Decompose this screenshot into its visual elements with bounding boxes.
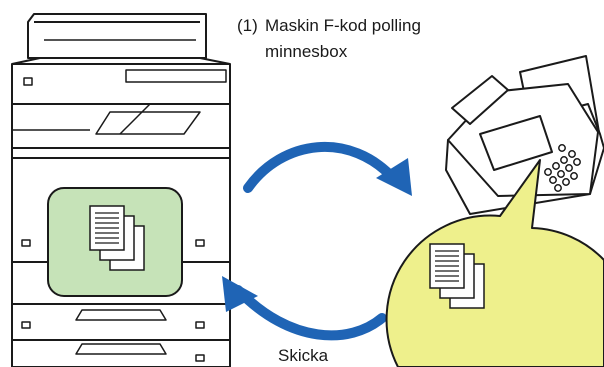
step-title-continued: minnesbox xyxy=(265,42,348,61)
arrow-head-left xyxy=(222,276,258,312)
step-title: Maskin F-kod polling xyxy=(265,16,421,35)
memory-bubble xyxy=(385,159,604,367)
arrow-head-right xyxy=(376,158,412,196)
curved-arrow-icon xyxy=(243,142,400,193)
send-label: Skicka xyxy=(278,346,329,365)
fax-machine-icon xyxy=(445,55,604,215)
curved-arrow-icon xyxy=(233,285,387,341)
step-number: (1) xyxy=(237,16,258,35)
